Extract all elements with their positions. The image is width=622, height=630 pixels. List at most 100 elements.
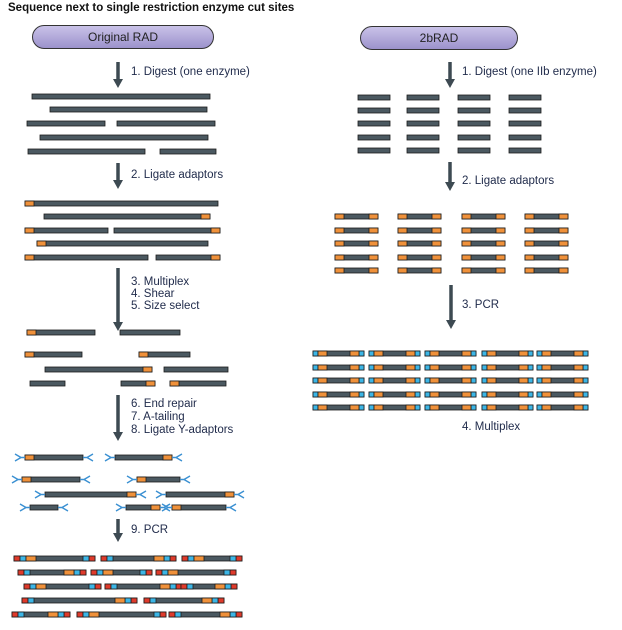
adaptor-segment xyxy=(461,391,472,398)
adaptor-segment xyxy=(24,254,35,261)
dna-fragment xyxy=(508,107,542,114)
y-adaptor-icon xyxy=(226,503,237,512)
adaptor-segment xyxy=(461,254,472,261)
step-size-select-label: 5. Size select xyxy=(131,300,200,312)
adaptor-segment xyxy=(368,213,379,220)
y-adaptor-icon xyxy=(160,503,171,512)
adaptor-segment xyxy=(582,404,589,411)
adaptor-segment xyxy=(29,583,37,590)
adaptor-segment xyxy=(524,213,535,220)
adaptor-segment xyxy=(405,404,416,411)
dna-fragment xyxy=(24,200,219,207)
adaptor-segment xyxy=(414,404,421,411)
y-adaptor-icon xyxy=(14,453,25,462)
adaptor-segment xyxy=(180,583,188,590)
dna-fragment xyxy=(165,491,235,498)
adaptor-segment xyxy=(23,583,31,590)
adaptor-segment xyxy=(138,351,149,358)
adaptor-segment xyxy=(25,555,37,562)
arrow-head-icon xyxy=(113,432,123,441)
dna-fragment xyxy=(29,380,66,387)
adaptor-segment xyxy=(149,597,157,604)
adaptor-segment xyxy=(186,583,194,590)
adaptor-segment xyxy=(368,254,379,261)
adaptor-segment xyxy=(19,555,27,562)
adaptor-segment xyxy=(424,391,431,398)
arrow-head-icon xyxy=(113,533,123,542)
adaptor-segment xyxy=(582,377,589,384)
adaptor-segment xyxy=(414,350,421,357)
adaptor-segment xyxy=(36,240,47,247)
adaptor-segment xyxy=(169,583,177,590)
y-adaptor-icon xyxy=(126,475,137,484)
adaptor-segment xyxy=(155,569,163,576)
adaptor-segment xyxy=(486,391,497,398)
adaptor-segment xyxy=(461,350,472,357)
adaptor-segment xyxy=(88,583,96,590)
adaptor-segment xyxy=(518,350,529,357)
adaptor-segment xyxy=(317,404,328,411)
adaptor-segment xyxy=(527,350,534,357)
dna-fragment xyxy=(406,94,440,101)
adaptor-segment xyxy=(47,611,59,618)
adaptor-segment xyxy=(223,569,231,576)
adaptor-segment xyxy=(414,377,421,384)
adaptor-segment xyxy=(312,404,319,411)
adaptor-segment xyxy=(358,404,365,411)
adaptor-segment xyxy=(495,240,506,247)
dna-fragment xyxy=(26,120,106,127)
y-adaptor-icon xyxy=(80,475,91,484)
arrow-head-icon xyxy=(446,320,456,329)
adaptor-segment xyxy=(167,569,179,576)
adaptor-segment xyxy=(582,391,589,398)
adaptor-segment xyxy=(368,350,375,357)
adaptor-segment xyxy=(431,254,442,261)
adaptor-segment xyxy=(541,391,552,398)
adaptor-segment xyxy=(429,364,440,371)
adaptor-segment xyxy=(153,611,161,618)
step-pcr-label: 9. PCR xyxy=(131,524,169,536)
dna-fragment xyxy=(457,120,491,127)
adaptor-segment xyxy=(424,377,431,384)
adaptor-segment xyxy=(139,569,147,576)
adaptor-segment xyxy=(481,364,488,371)
adaptor-segment xyxy=(373,391,384,398)
adaptor-segment xyxy=(536,404,543,411)
adaptor-segment xyxy=(368,364,375,371)
adaptor-segment xyxy=(17,611,25,618)
adaptor-segment xyxy=(104,583,112,590)
adaptor-segment xyxy=(558,213,569,220)
adaptor-segment xyxy=(461,227,472,234)
adaptor-segment xyxy=(486,377,497,384)
adaptor-segment xyxy=(431,213,442,220)
adaptor-segment xyxy=(142,366,153,373)
adaptor-segment xyxy=(358,364,365,371)
adaptor-segment xyxy=(229,555,237,562)
adaptor-segment xyxy=(169,555,177,562)
adaptor-segment xyxy=(536,350,543,357)
dna-fragment xyxy=(406,107,440,114)
adaptor-segment xyxy=(143,597,151,604)
adaptor-segment xyxy=(470,377,477,384)
adaptor-segment xyxy=(527,364,534,371)
adaptor-segment xyxy=(431,227,442,234)
adaptor-segment xyxy=(317,391,328,398)
adaptor-segment xyxy=(153,555,165,562)
adaptor-segment xyxy=(358,391,365,398)
adaptor-segment xyxy=(486,404,497,411)
y-adaptor-icon xyxy=(19,503,30,512)
dna-fragment xyxy=(406,120,440,127)
adaptor-segment xyxy=(24,454,35,461)
adaptor-segment xyxy=(224,583,232,590)
adaptor-segment xyxy=(159,611,167,618)
dna-fragment xyxy=(508,94,542,101)
adaptor-segment xyxy=(573,404,584,411)
adaptor-segment xyxy=(524,227,535,234)
adaptor-segment xyxy=(88,555,96,562)
adaptor-segment xyxy=(461,213,472,220)
adaptor-segment xyxy=(171,504,182,511)
adaptor-segment xyxy=(397,227,408,234)
adaptor-segment xyxy=(201,597,213,604)
adaptor-segment xyxy=(495,254,506,261)
